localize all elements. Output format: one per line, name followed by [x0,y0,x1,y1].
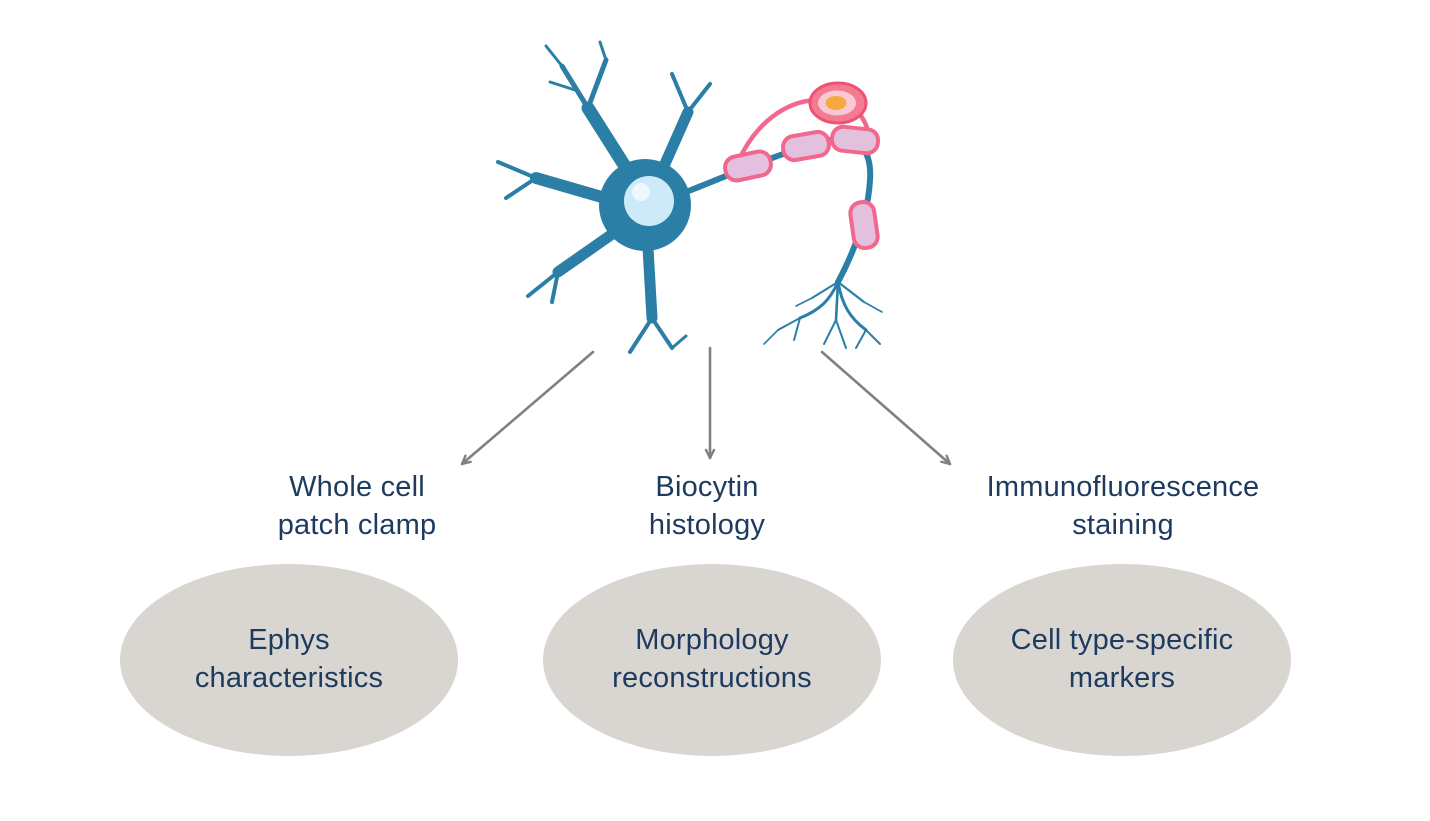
axon-terminals-icon [763,280,883,349]
schwann-cell-icon [808,81,868,125]
arrows [460,346,952,466]
nucleus-icon [624,176,674,226]
technique-label-immunofluorescence: Immunofluorescence staining [986,471,1260,541]
myelin-segments-icon [723,124,881,251]
dendrites-icon [496,40,712,354]
technique-label-biocytin: Biocytin histology [648,471,766,541]
result-bubble-morphology: Morphology reconstructions [543,564,881,756]
result-bubble-ephys-text: Ephys characteristics [194,624,384,694]
arrow-to-immunofluorescence [820,350,952,466]
result-bubble-markers-text: Cell type-specific markers [1010,624,1234,694]
nucleus-highlight-icon [632,183,650,201]
technique-label-patch-clamp: Whole cell patch clamp [277,471,437,541]
result-bubble-ephys: Ephys characteristics [120,564,458,756]
result-bubble-markers: Cell type-specific markers [953,564,1291,756]
axon-icon [683,135,874,285]
result-bubble-morphology-text: Morphology reconstructions [612,624,812,694]
arrow-to-patch-clamp [460,350,595,466]
neuron-illustration [496,40,883,354]
